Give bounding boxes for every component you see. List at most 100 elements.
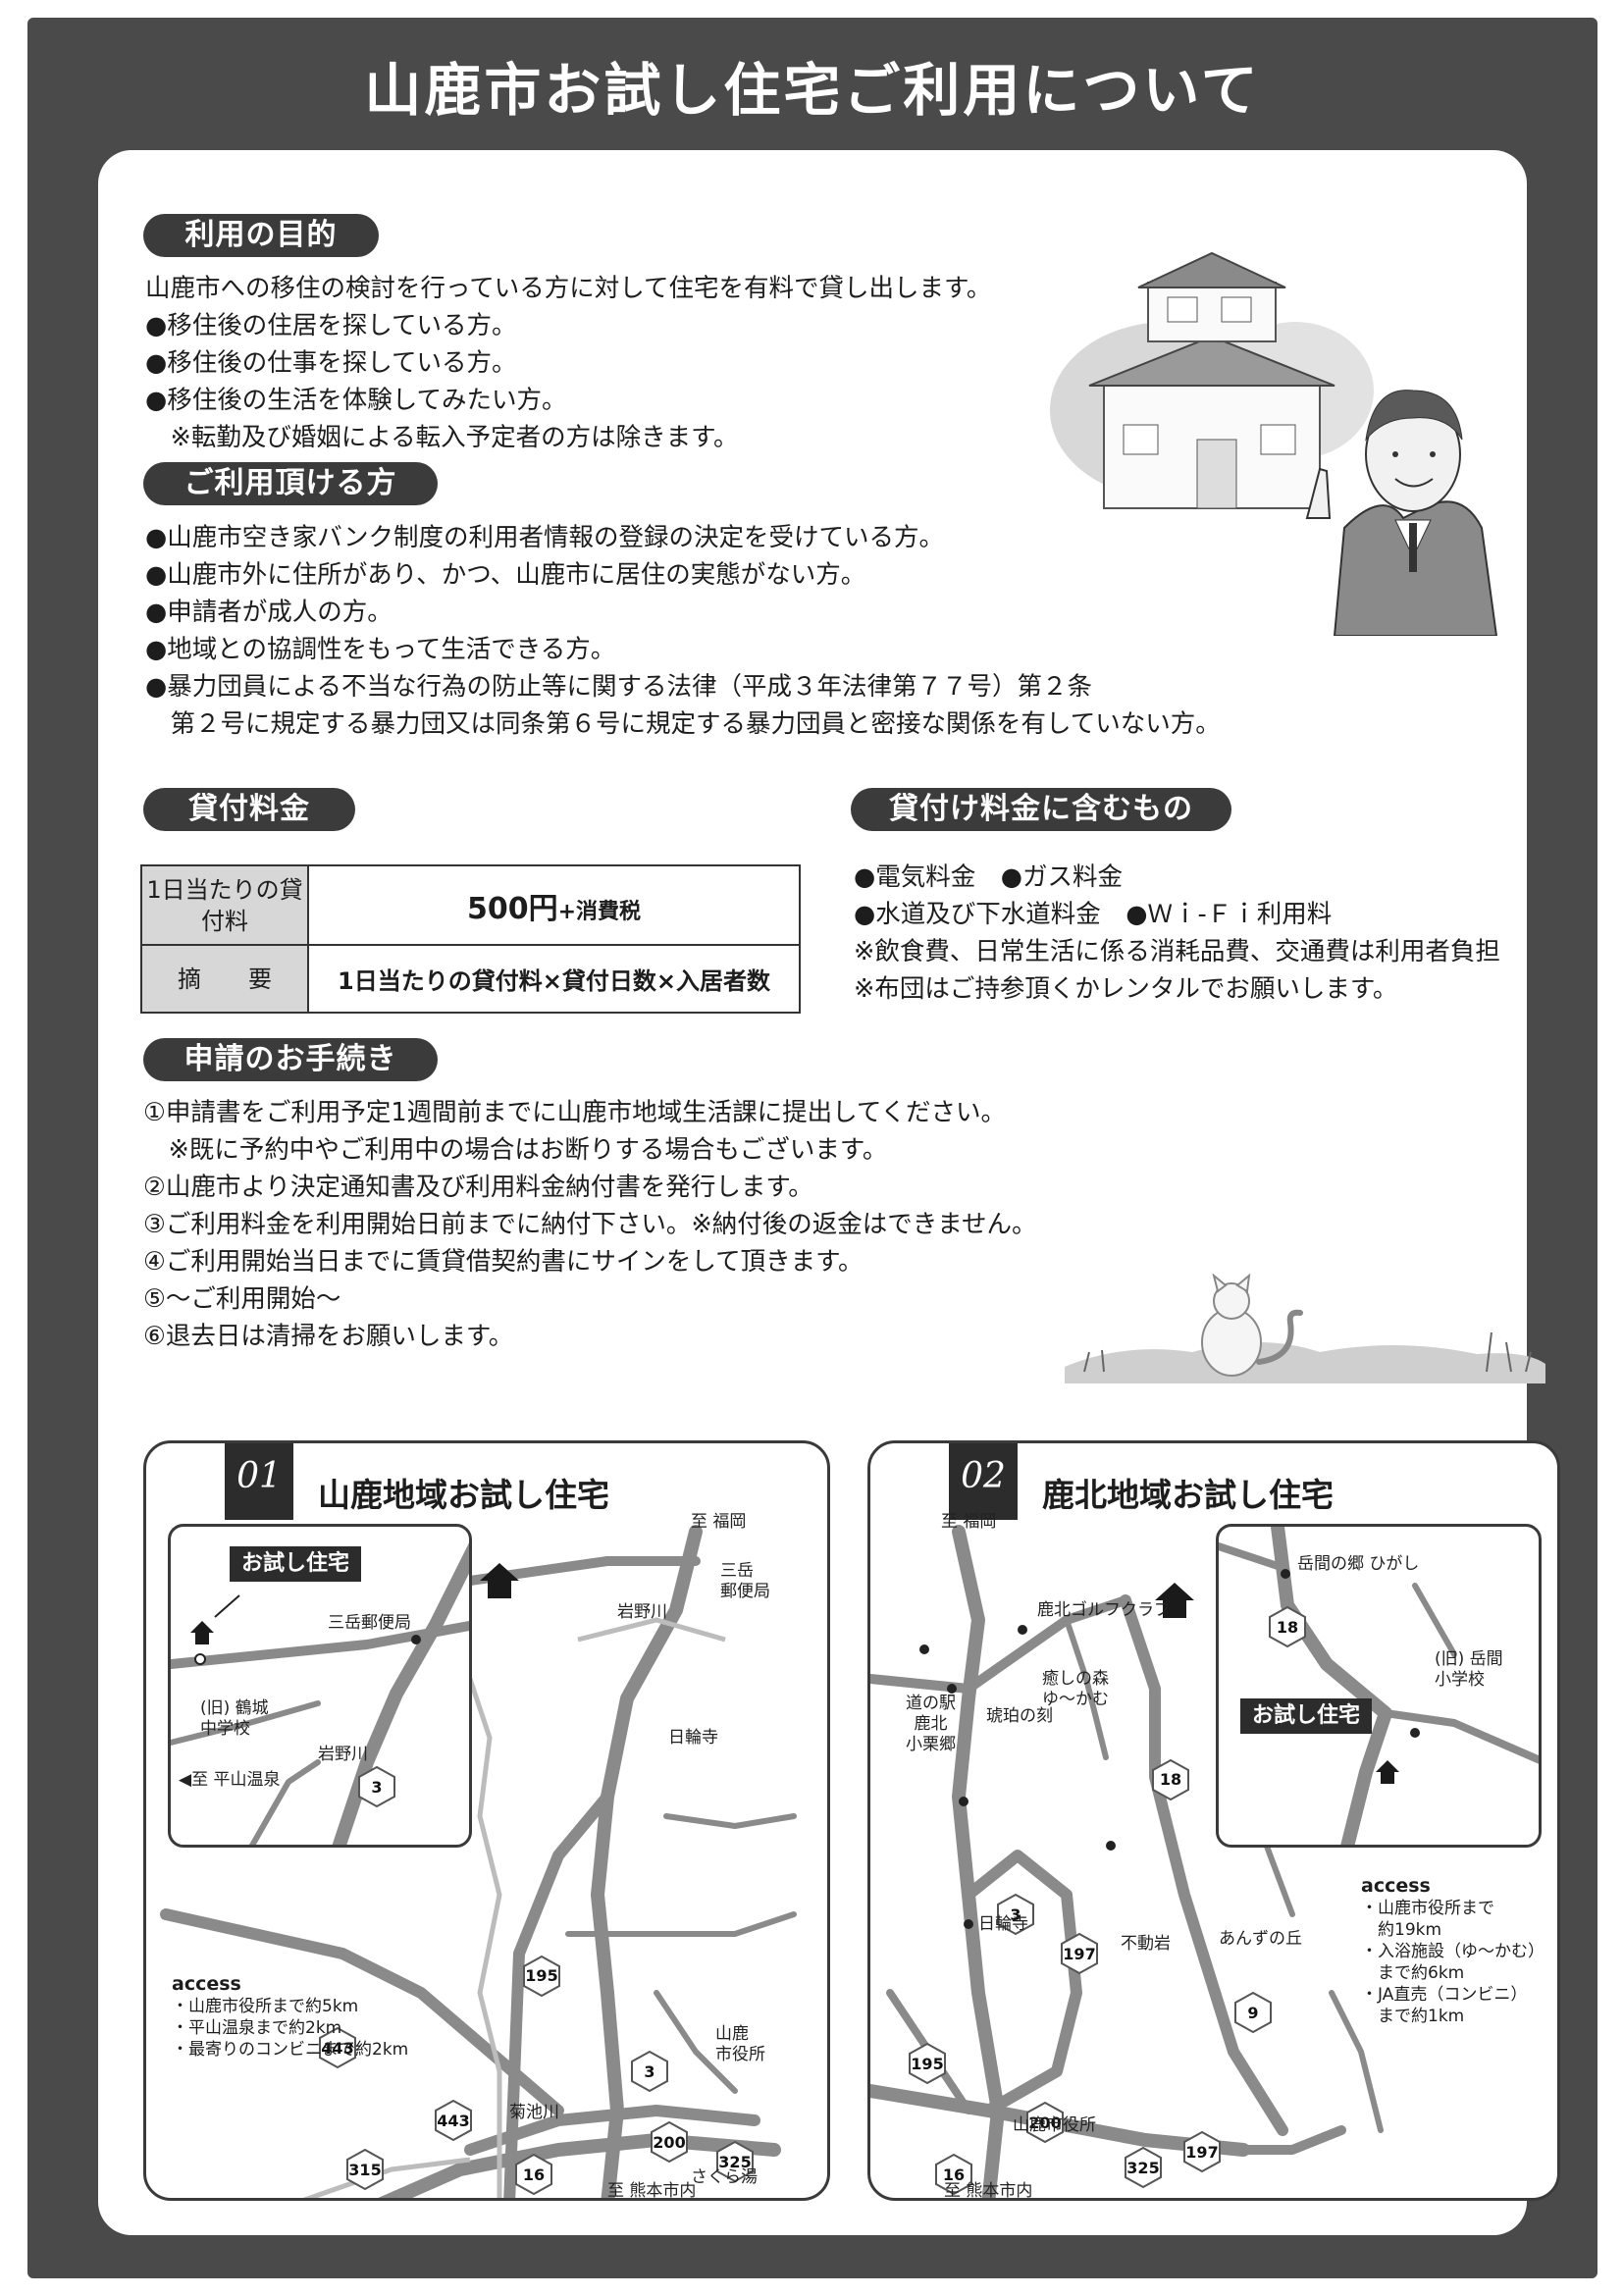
eligible-line: ●地域との協調性をもって生活できる方。 [145, 635, 616, 664]
eligible-line: ●申請者が成人の方。 [145, 598, 393, 627]
purpose-line: 山鹿市への移住の検討を行っている方に対して住宅を有料で貸し出します。 [145, 274, 992, 303]
cat-illustration [1065, 1274, 1545, 1383]
purpose-line: ●移住後の仕事を探している方。 [145, 348, 517, 378]
route-3: 3 [644, 2062, 654, 2081]
map-kahoku-roads: 18 3 197 9 195 200 16 325 197 [870, 1525, 1384, 2198]
map2-label-higashi: 岳間の郷 ひがし [1297, 1554, 1420, 1574]
map1-label-kumamoto: 至 熊本市内 [607, 2181, 697, 2201]
route-16: 16 [943, 2166, 965, 2184]
route-200: 200 [653, 2133, 685, 2152]
route-18-inset: 18 [1277, 1618, 1298, 1637]
eligible-heading: ご利用頂ける方 [143, 462, 438, 505]
map1-label-city-hall: 山鹿 市役所 [715, 2024, 765, 2064]
map2-title: 鹿北地域お試し住宅 [1042, 1476, 1334, 1514]
map2-number: 02 [949, 1443, 1018, 1520]
fee-amount: 500円 [466, 891, 558, 926]
map2-label-nichirinji: 日輪寺 [978, 1914, 1028, 1934]
procedure-line: ⑤～ご利用開始～ [143, 1284, 341, 1314]
map2-label-michi: 道の駅 鹿北 小栗郷 [906, 1694, 956, 1754]
house-direction-icon [480, 1563, 519, 1598]
map2-inset: 18 岳間の郷 ひがし (旧) 岳間 小学校 お試し住宅 [1216, 1524, 1542, 1848]
map2-label-golf: 鹿北ゴルフクラブ [1037, 1600, 1171, 1620]
map1-label-iwano-inset: 岩野川 [318, 1745, 368, 1764]
map1-label-sakura: さくら湯 [691, 2167, 758, 2187]
included-line: ※布団はご持参頂くかレンタルでお願いします。 [854, 974, 1398, 1004]
house-guide-illustration [1050, 251, 1498, 636]
route-197: 197 [1185, 2143, 1218, 2162]
map-yamaga-roads: 195 3 443 443 315 16 325 200 [160, 1525, 797, 2198]
map2-label-kohaku: 琥珀の刻 [986, 1706, 1053, 1726]
map2-access: access ・山鹿市役所まで 約19km ・入浴施設（ゆ～かむ） まで約6km… [1361, 1875, 1544, 2027]
eligible-line: ●山鹿市外に住所があり、かつ、山鹿市に居住の実態がない方。 [145, 560, 866, 590]
map1-access-heading: access [172, 1973, 241, 1995]
map2-access-heading: access [1361, 1875, 1431, 1897]
map2-house-label: お試し住宅 [1240, 1698, 1373, 1734]
page-title: 山鹿市お試し住宅ご利用について [364, 57, 1261, 124]
route-195: 195 [525, 1966, 557, 1985]
map2-label-city-hall: 山鹿市役所 [1013, 2115, 1096, 2135]
fee-table: 1日当たりの貸付料 500円+消費税 摘 要 1日当たりの貸付料×貸付日数×入居… [140, 863, 801, 1014]
content-card: 利用の目的 山鹿市への移住の検討を行っている方に対して住宅を有料で貸し出します。… [98, 150, 1560, 2235]
route-3: 3 [1010, 1905, 1021, 1924]
purpose-line: ●移住後の住居を探している方。 [145, 311, 517, 340]
procedure-line: ⑥退去日は清掃をお願いします。 [143, 1322, 514, 1351]
map1-inset: 3 お試し住宅 三岳郵便局 (旧) 鶴城 中学校 岩野川 ◀至 平山温泉 [168, 1524, 472, 1848]
fee-row2-head: 摘 要 [140, 944, 309, 1014]
house-direction-icon [1155, 1583, 1194, 1618]
map1-access-item: ・最寄りのコンビニまで約2km [172, 2040, 409, 2060]
map-yamaga: 195 3 443 443 315 16 325 200 01 山鹿地域お試し住… [143, 1440, 830, 2201]
map2-label-fudo: 不動岩 [1121, 1934, 1171, 1954]
route-443: 443 [321, 2039, 353, 2058]
fee-row2-value: 1日当たりの貸付料×貸付日数×入居者数 [307, 944, 801, 1014]
map1-access: access ・山鹿市役所まで約5km ・平山温泉まで約2km ・最寄りのコンビ… [172, 1973, 408, 2061]
map1-house-label: お試し住宅 [230, 1546, 362, 1582]
route-325: 325 [718, 2153, 751, 2171]
map-kahoku: 18 3 197 9 195 200 16 325 197 02 [867, 1440, 1560, 2201]
house-icon [190, 1621, 214, 1644]
map1-label-kikuchi: 菊池川 [509, 2103, 559, 2122]
map2-label-anzu: あんずの丘 [1219, 1929, 1302, 1949]
map2-access-item: 約19km [1361, 1920, 1442, 1940]
fee-tax: +消費税 [557, 899, 642, 924]
map2-label-kumamoto: 至 熊本市内 [944, 2181, 1033, 2201]
eligible-line: ●暴力団員による不当な行為の防止等に関する法律（平成３年法律第７７号）第２条 [145, 672, 1092, 702]
map1-label-mitake-post: 三岳 郵便局 [720, 1561, 770, 1601]
procedure-line: ①申請書をご利用予定1週間前までに山鹿市地域生活課に提出してください。 [143, 1098, 1007, 1127]
map2-access-item: ・JA直売（コンビニ） [1361, 1985, 1528, 2005]
included-line: ※飲食費、日常生活に係る消耗品費、交通費は利用者負担 [854, 937, 1500, 966]
page-frame: 山鹿市お試し住宅ご利用について 利用の目的 山鹿市への移住の検討を行っている方に… [27, 18, 1597, 2278]
map1-label-iwano: 岩野川 [617, 1602, 667, 1622]
route-197: 197 [1063, 1945, 1095, 1963]
route-9: 9 [1247, 2004, 1258, 2022]
procedure-line: ③ご利用料金を利用開始日前までに納付下さい。※納付後の返金はできません。 [143, 1210, 1037, 1239]
procedure-line: ※既に予約中やご利用中の場合はお断りする場合もございます。 [143, 1135, 888, 1165]
map1-label-fukuoka: 至 福岡 [691, 1512, 747, 1532]
route-18: 18 [1160, 1770, 1181, 1789]
map1-number: 01 [225, 1443, 293, 1520]
map2-label-takema: (旧) 岳間 小学校 [1435, 1649, 1503, 1690]
map2-label-fukuoka: 至 福岡 [941, 1512, 997, 1532]
map1-inset-roads: 3 [171, 1542, 469, 1845]
route-315: 315 [348, 2161, 381, 2179]
map1-label-nichirinji: 日輪寺 [668, 1728, 718, 1748]
fee-row1-head: 1日当たりの貸付料 [140, 863, 309, 947]
route-325: 325 [1126, 2159, 1159, 2177]
map1-access-item: ・山鹿市役所まで約5km [172, 1997, 359, 2016]
route-200: 200 [1028, 2113, 1061, 2132]
eligible-line: 第２号に規定する暴力団又は同条第６号に規定する暴力団員と密接な関係を有していない… [145, 709, 1221, 739]
map2-access-item: ・山鹿市役所まで [1361, 1899, 1494, 1918]
purpose-line: ※転勤及び婚姻による転入予定者の方は除きます。 [145, 423, 739, 452]
fee-heading: 貸付料金 [143, 788, 355, 831]
procedure-line: ②山鹿市より決定通知書及び利用料金納付書を発行します。 [143, 1173, 813, 1202]
procedure-line: ④ご利用開始当日までに賃貸借契約書にサインをして頂きます。 [143, 1247, 864, 1277]
map2-label-yukamu: 癒しの森 ゆ～かむ [1042, 1669, 1109, 1709]
map1-label-tsuruki: (旧) 鶴城 中学校 [200, 1698, 269, 1739]
included-heading: 貸付け料金に含むもの [851, 788, 1231, 831]
map2-access-item: ・入浴施設（ゆ～かむ） [1361, 1942, 1544, 1961]
fee-row1-value: 500円+消費税 [307, 863, 801, 947]
included-line: ●電気料金 ●ガス料金 [854, 862, 1124, 892]
purpose-line: ●移住後の生活を体験してみたい方。 [145, 386, 567, 415]
included-line: ●水道及び下水道料金 ●Ｗｉ-Ｆｉ利用料 [854, 900, 1333, 929]
map1-label-post: 三岳郵便局 [328, 1613, 411, 1633]
map2-access-item: まで約6km [1361, 1963, 1465, 1983]
